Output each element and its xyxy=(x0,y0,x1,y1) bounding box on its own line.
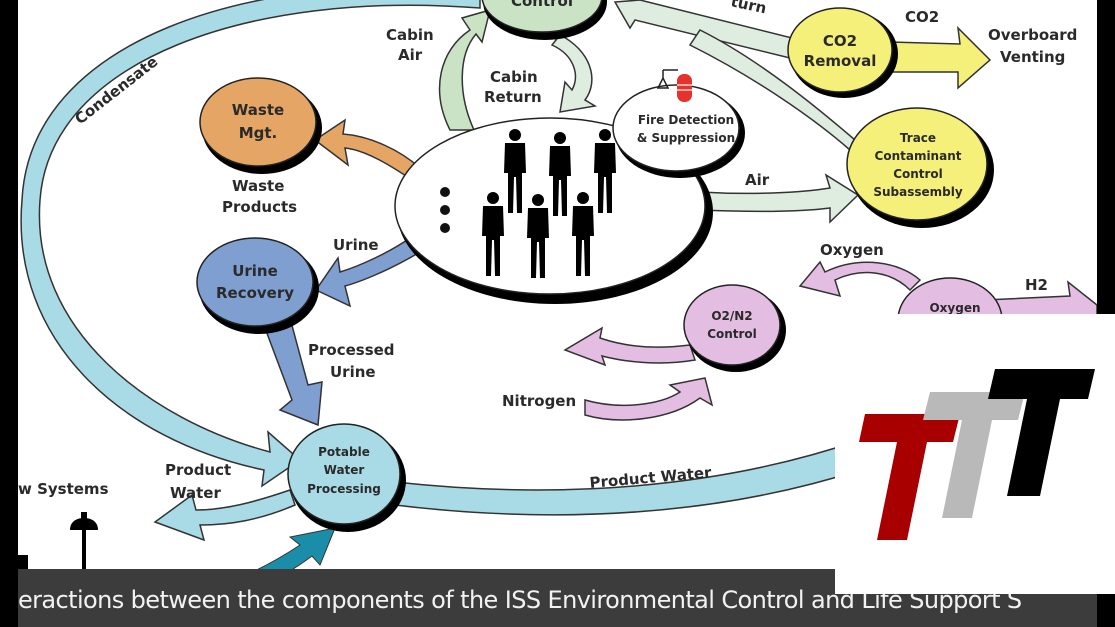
systems-label: w Systems xyxy=(18,480,109,498)
logo-letter-red xyxy=(859,414,960,540)
air-label: Air xyxy=(745,171,770,189)
co2-overboard-arrow xyxy=(889,25,992,90)
cabin-return-arrow xyxy=(550,34,598,113)
cabin-control-label: Control xyxy=(511,0,573,10)
fire-extinguisher-icon xyxy=(656,69,692,102)
o2n2-label-2: Control xyxy=(707,327,757,341)
urine-label-1: Urine xyxy=(232,262,278,280)
potable-label-1: Potable xyxy=(318,445,370,459)
oxygen-label: Oxygen xyxy=(820,241,884,259)
cabin-control-node xyxy=(481,0,603,33)
waste-label-2: Mgt. xyxy=(239,124,278,142)
crew-member-icon xyxy=(504,129,526,213)
cabin-air-label-1: Cabin xyxy=(386,26,434,44)
potable-water-node xyxy=(287,423,401,525)
trace-label-2: Contaminant xyxy=(875,149,962,163)
crew-member-icon xyxy=(482,192,504,276)
channel-logo xyxy=(835,314,1115,594)
fire-label-1: Fire Detection xyxy=(638,113,734,127)
co2-label-1: CO2 xyxy=(823,32,857,50)
o2n2-to-cabin-arrow xyxy=(563,326,696,367)
waste-products-label-2: Products xyxy=(222,198,297,216)
cabin-return-label-1: Cabin xyxy=(490,68,538,86)
crew-member-icon xyxy=(572,192,594,276)
overboard-label-2: Venting xyxy=(1000,48,1065,66)
o2n2-control-node xyxy=(683,284,781,366)
product-water-left-label-2: Water xyxy=(170,484,221,502)
left-letterbox xyxy=(0,0,18,627)
potable-label-2: Water xyxy=(324,463,365,477)
trace-label-3: Control xyxy=(893,167,943,181)
crew-member-icon xyxy=(549,132,571,216)
fire-label-2: & Suppression xyxy=(637,131,735,145)
logo-letter-gray xyxy=(923,392,1025,518)
trace-label-1: Trace xyxy=(900,131,936,145)
waste-products-label-1: Waste xyxy=(232,177,284,195)
logo-letter-black xyxy=(988,369,1095,496)
co2-removal-node xyxy=(787,7,893,93)
waste-label-1: Waste xyxy=(232,101,284,119)
cabin-air-label-2: Air xyxy=(398,46,423,64)
processed-urine-arrow xyxy=(260,317,323,427)
processed-urine-label-2: Urine xyxy=(330,363,376,381)
trace-contaminant-node xyxy=(846,107,988,221)
crew-member-icon xyxy=(527,194,549,278)
waste-mgt-node xyxy=(199,77,317,167)
waste-products-arrow xyxy=(313,118,421,182)
caption-background xyxy=(18,569,838,627)
caption-background-right xyxy=(838,593,1097,627)
fire-detection-node xyxy=(612,84,740,172)
product-water-left-label-1: Product xyxy=(165,461,231,479)
urine-label-2: Recovery xyxy=(216,284,294,302)
oxygen-gen-label: Oxygen xyxy=(929,301,980,315)
crew-figures xyxy=(482,129,616,278)
nitrogen-arrow xyxy=(584,377,714,421)
crew-cabin-node xyxy=(394,117,706,295)
co2-vent-label: CO2 xyxy=(905,8,939,26)
urine-label: Urine xyxy=(333,236,379,254)
condensate-arc xyxy=(20,0,481,488)
cabin-return-label-2: Return xyxy=(484,88,542,106)
overboard-label-1: Overboard xyxy=(988,26,1077,44)
co2-label-2: Removal xyxy=(804,52,877,70)
trace-label-4: Subassembly xyxy=(873,185,963,199)
urine-recovery-node xyxy=(196,237,314,327)
potable-label-3: Processing xyxy=(307,482,381,496)
air-arrow xyxy=(699,173,860,224)
nitrogen-label: Nitrogen xyxy=(502,392,576,410)
product-water-left-arrow xyxy=(153,489,296,542)
crew-member-icon xyxy=(594,129,616,213)
oxygen-arrow xyxy=(798,260,922,298)
processed-urine-label-1: Processed xyxy=(308,341,395,359)
food-icons xyxy=(440,187,450,233)
h2-label: H2 xyxy=(1025,276,1048,294)
o2n2-label-1: O2/N2 xyxy=(711,309,752,323)
